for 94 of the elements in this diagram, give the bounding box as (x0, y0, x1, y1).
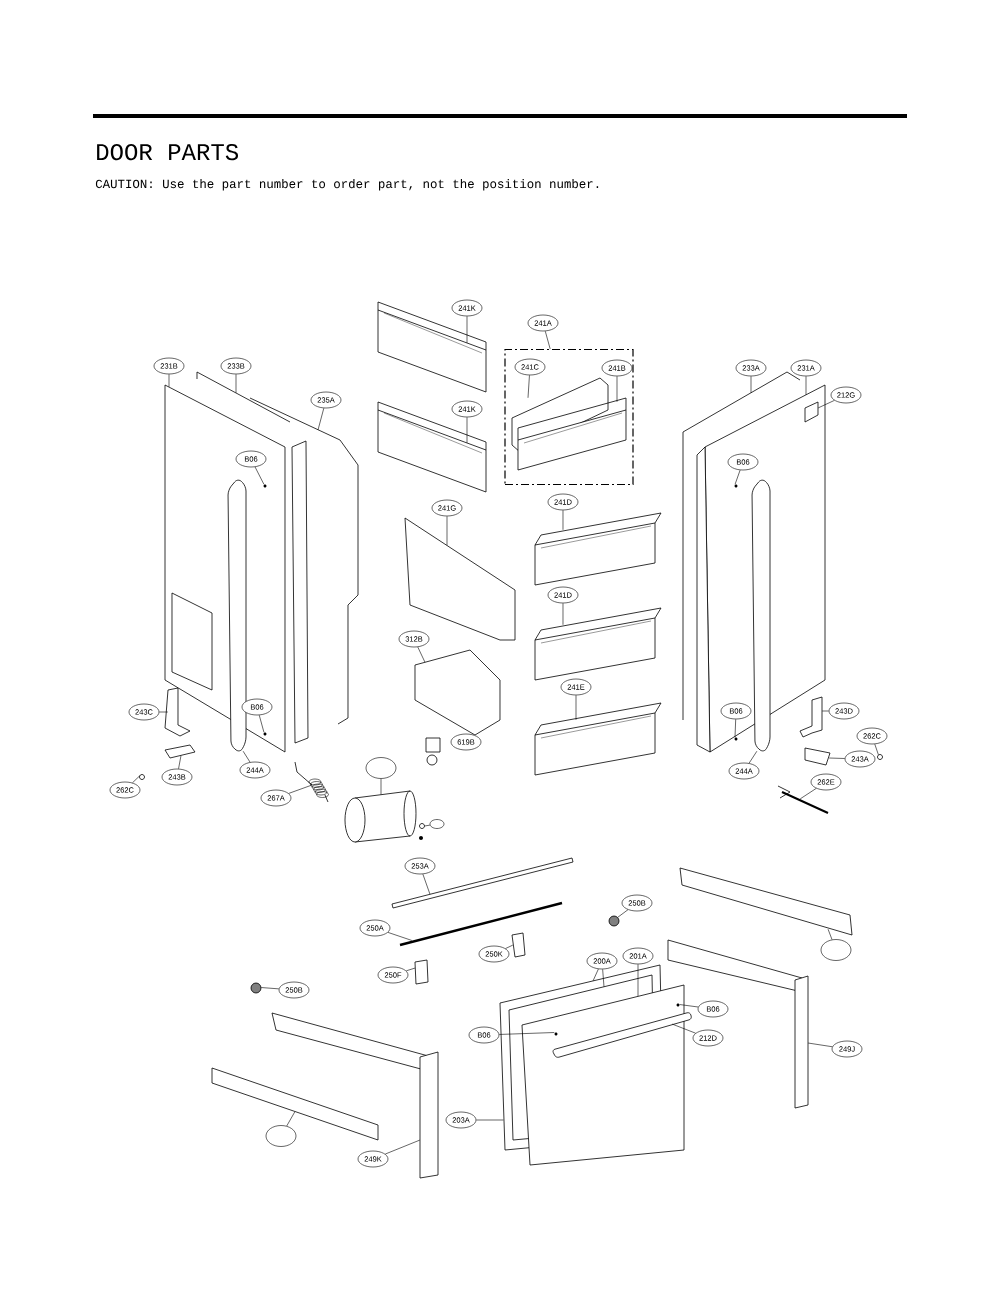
leader-line (235, 374, 237, 394)
leader-line (168, 374, 170, 388)
screw (676, 1003, 680, 1007)
leader-line (817, 400, 835, 409)
gear (608, 915, 620, 927)
door-bin (377, 401, 487, 493)
leader-line (592, 968, 599, 982)
door-bin (534, 512, 662, 586)
leader-line (178, 755, 182, 770)
door-bin (377, 301, 487, 393)
door-gasket (196, 371, 291, 423)
slide-rail (211, 1067, 379, 1141)
door-gasket (682, 371, 801, 721)
leader-line (602, 969, 605, 987)
leader-line (799, 788, 817, 800)
leader-line (254, 466, 265, 485)
clip (419, 823, 425, 840)
leader-line (466, 417, 468, 444)
label-plate (804, 401, 819, 423)
leader-line (260, 987, 280, 990)
leader-line (387, 932, 413, 941)
motor (344, 790, 417, 843)
clip (414, 959, 429, 985)
blank-callout (820, 939, 852, 961)
group-frame (504, 348, 634, 486)
hinge-bracket (164, 744, 196, 759)
drawer-front (521, 984, 685, 1166)
leader-line (405, 967, 416, 972)
leader-line (807, 1042, 833, 1048)
leader-line (380, 778, 382, 795)
leader-line (562, 603, 564, 626)
leader-line (286, 1111, 296, 1127)
leader-line (827, 928, 833, 940)
blank-callout (429, 819, 445, 829)
leader-line (527, 375, 530, 399)
leader-line (750, 376, 752, 394)
hinge-bracket (804, 747, 831, 766)
washer (877, 754, 883, 760)
trim-strip (391, 857, 574, 909)
leader-line (317, 407, 325, 431)
leader-line (679, 1004, 699, 1008)
leader-line (748, 750, 758, 764)
spring (294, 761, 329, 803)
rail-bracket (667, 939, 809, 1109)
leader-line (258, 714, 265, 733)
leader-line (734, 719, 736, 738)
caution-note: CAUTION: Use the part number to order part, not the position number. (95, 179, 599, 191)
screw (734, 737, 738, 741)
leader-line (424, 824, 431, 827)
leader-line (417, 646, 426, 663)
rod (399, 901, 563, 947)
leader-line (671, 1023, 696, 1034)
wrench (777, 785, 829, 814)
blank-callout (265, 1125, 297, 1147)
bracket (799, 696, 823, 738)
leader-line (384, 1139, 421, 1155)
screw (734, 484, 738, 488)
leader-line (476, 1119, 504, 1121)
washer (139, 774, 145, 780)
door-bin (517, 397, 627, 471)
leader-line (828, 757, 846, 759)
leader-line (505, 944, 514, 949)
leader-line (466, 316, 468, 344)
title: DOOR PARTS (97, 143, 238, 161)
blank-callout (365, 757, 397, 779)
screw (263, 732, 267, 736)
leader-line (874, 743, 879, 756)
leader-line (575, 695, 577, 721)
leader-line (637, 964, 639, 997)
leader-line (734, 469, 741, 485)
clip (511, 932, 526, 958)
screw (263, 484, 267, 488)
leader-line (288, 784, 313, 794)
leader-line (422, 873, 431, 895)
leader-line (159, 711, 169, 713)
leader-line (544, 330, 551, 350)
shelf-panel (404, 517, 516, 641)
leader-line (617, 909, 629, 918)
leader-line (821, 710, 829, 712)
leader-line (132, 775, 141, 784)
leader-line (805, 376, 807, 396)
leader-line (446, 516, 448, 546)
door-bin (534, 702, 662, 776)
slide-rail (679, 867, 853, 936)
leader-line (242, 750, 251, 763)
bracket (164, 687, 191, 737)
gear (250, 982, 262, 994)
dispenser-holder (414, 649, 501, 736)
drawer-handle (552, 1012, 692, 1058)
leader-line (616, 376, 618, 403)
rail-bracket (271, 1012, 439, 1179)
door-bin (534, 607, 662, 681)
leader-line (562, 510, 564, 531)
leader-line (498, 1032, 555, 1035)
